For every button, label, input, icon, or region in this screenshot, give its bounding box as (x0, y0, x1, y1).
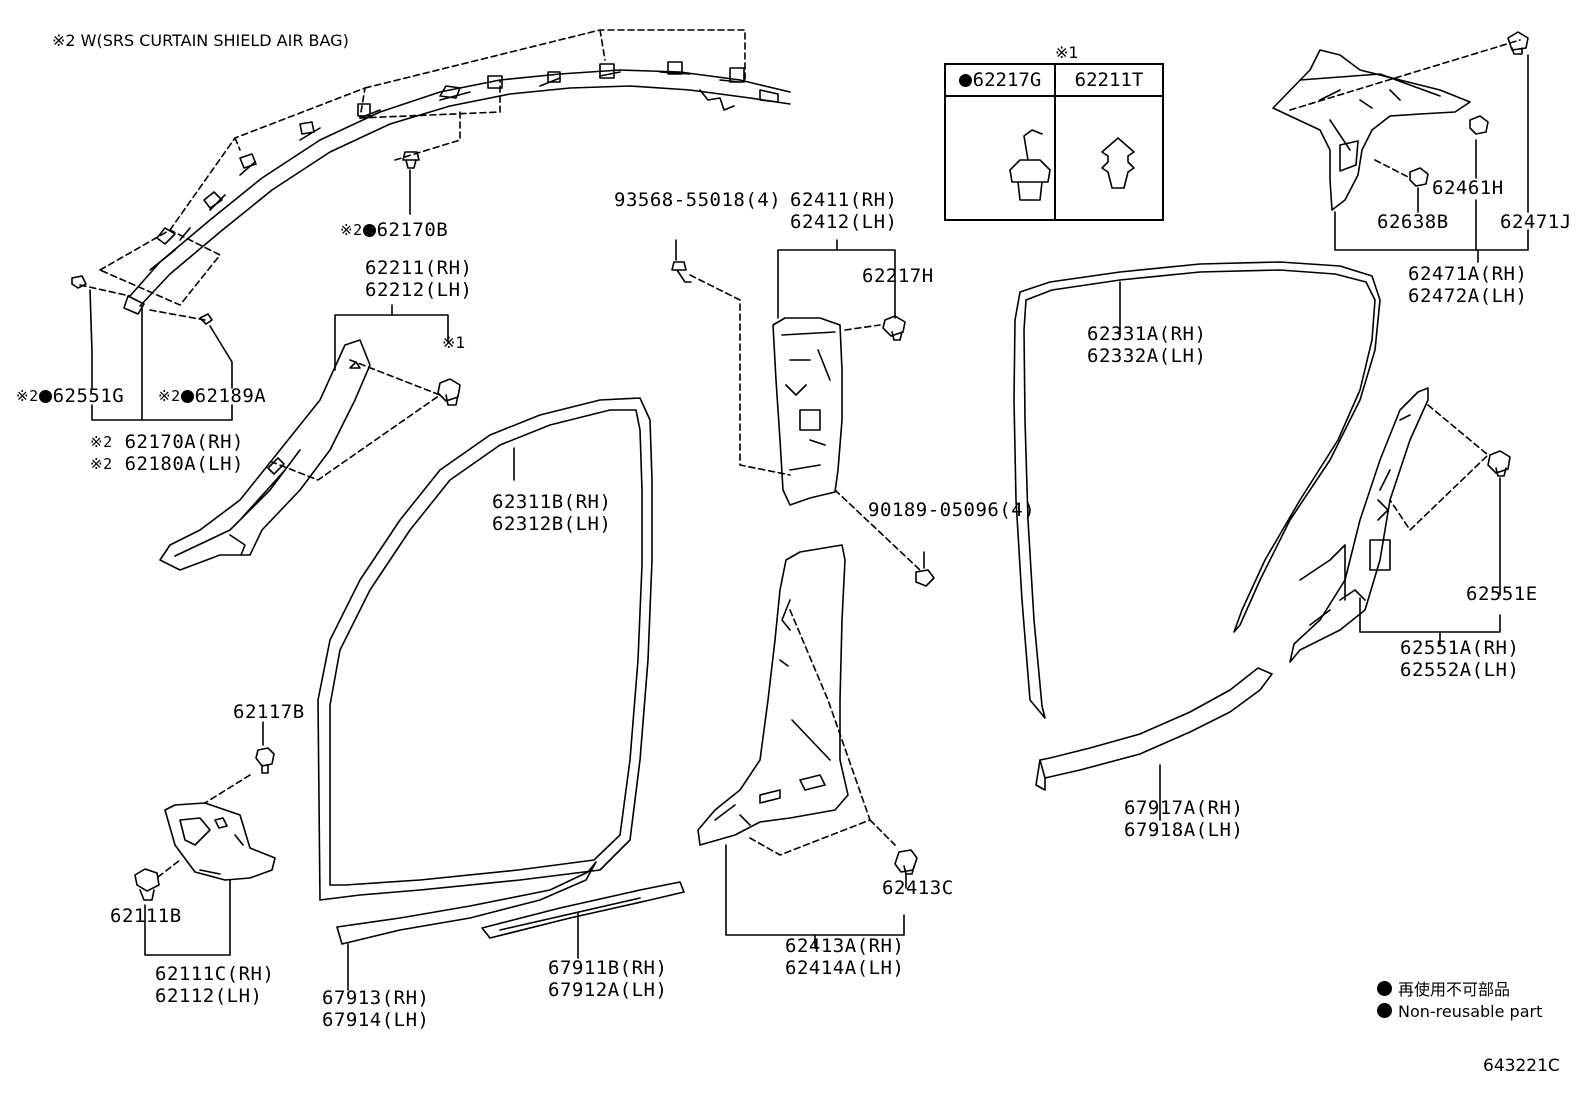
label-62552a: 62552A(LH) (1400, 659, 1520, 681)
curtain-airbag-assembly (71, 29, 791, 421)
scuff-plates (336, 861, 685, 991)
label-62217h: 62217H (862, 265, 934, 287)
table-col1-label: 62217G (972, 69, 1042, 91)
fastener-illustrations (1009, 129, 1135, 201)
center-pillar-lower-garnish (697, 544, 918, 949)
label-62638b: 62638B (1377, 211, 1449, 233)
table-mark: ※1 (1055, 43, 1079, 62)
front-pillar-garnish (159, 304, 461, 571)
label-62413c: 62413C (882, 877, 954, 899)
rear-door-scuff-plate (1035, 667, 1273, 821)
table-header-col1: 62217G (946, 65, 1056, 97)
label-62111b: 62111B (110, 905, 182, 927)
label-62331a: 62331A(RH) (1087, 323, 1207, 345)
legend-jp: 再使用不可部品 (1377, 976, 1510, 1000)
label-62471a: 62471A(RH) (1408, 263, 1528, 285)
label-93568: 93568-55018(4) (614, 189, 782, 211)
rear-door-opening-weatherstrip (1013, 261, 1381, 719)
rear-pillar-garnish (1289, 387, 1511, 663)
airbag-mark: ※2 (90, 455, 113, 473)
table-col2-label: 62211T (1074, 69, 1144, 91)
label-62170a: ※2 62170A(RH) (90, 431, 244, 453)
label-62111c: 62111C(RH) (155, 963, 275, 985)
label-62117b: 62117B (233, 701, 305, 723)
label-62311b: 62311B(RH) (492, 491, 612, 513)
label-62471j: 62471J (1500, 211, 1572, 233)
table-divider (1054, 95, 1056, 219)
diagram-id: 643221C (1483, 1056, 1560, 1076)
label-67914: 67914(LH) (322, 1009, 430, 1031)
airbag-mark: ※2 (158, 387, 181, 405)
label-62413a: 62413A(RH) (785, 935, 905, 957)
legend-en: Non-reusable part (1377, 1002, 1542, 1021)
legend-dot-icon (1377, 1003, 1392, 1018)
front-door-opening-weatherstrip (317, 397, 653, 901)
label-67917a: 67917A(RH) (1124, 797, 1244, 819)
legend-dot-icon (1377, 981, 1392, 996)
label-62112: 62112(LH) (155, 985, 263, 1007)
cowl-side-trim (134, 721, 276, 956)
roof-side-inner-garnish (1272, 31, 1529, 263)
header-note: ※2 W(SRS CURTAIN SHIELD AIR BAG) (52, 31, 349, 50)
non-reusable-dot-icon (958, 74, 972, 87)
label-62332a: 62332A(LH) (1087, 345, 1207, 367)
label-67911b: 67911B(RH) (548, 957, 668, 979)
airbag-mark: ※2 (340, 221, 363, 239)
label-62414a: 62414A(LH) (785, 957, 905, 979)
label-mark1: ※1 (442, 333, 466, 352)
label-62212: 62212(LH) (365, 279, 473, 301)
label-62180a: ※2 62180A(LH) (90, 453, 244, 475)
label-62412: 62412(LH) (790, 211, 898, 233)
non-reusable-dot-icon (180, 390, 194, 403)
label-67912a: 67912A(LH) (548, 979, 668, 1001)
center-pillar-upper-garnish (671, 239, 935, 587)
airbag-mark: ※2 (16, 387, 39, 405)
label-62551a: 62551A(RH) (1400, 637, 1520, 659)
label-62312b: 62312B(LH) (492, 513, 612, 535)
non-reusable-dot-icon (362, 224, 376, 237)
label-62211: 62211(RH) (365, 257, 473, 279)
label-90189: 90189-05096(4) (868, 499, 1036, 521)
label-67918a: 67918A(LH) (1124, 819, 1244, 841)
non-reusable-dot-icon (38, 390, 52, 403)
fastener-table: 62217G 62211T (944, 63, 1164, 221)
airbag-mark: ※2 (90, 433, 113, 451)
label-62472a: 62472A(LH) (1408, 285, 1528, 307)
label-67913: 67913(RH) (322, 987, 430, 1009)
label-62461h: 62461H (1432, 177, 1504, 199)
table-header-col2: 62211T (1056, 65, 1162, 97)
label-62411: 62411(RH) (790, 189, 898, 211)
label-62551e: 62551E (1466, 583, 1538, 605)
